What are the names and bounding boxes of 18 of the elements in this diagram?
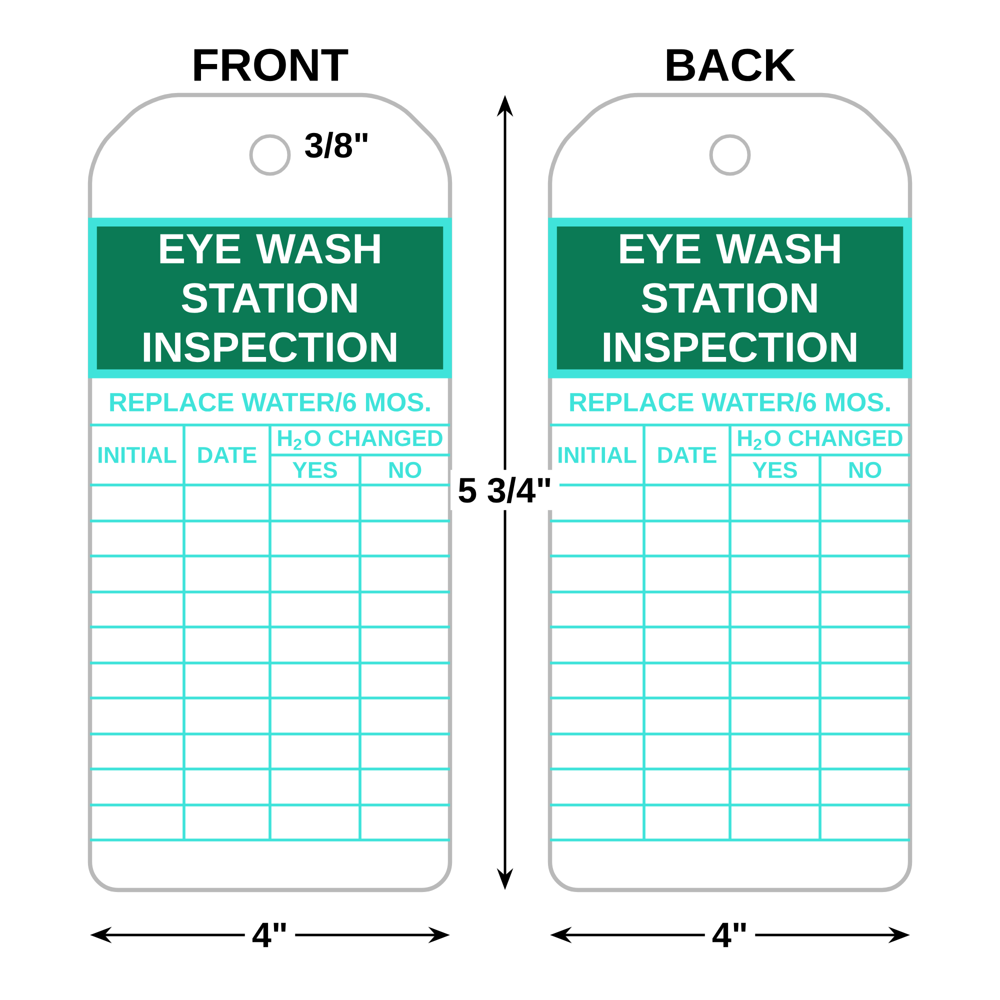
column-heading: DATE bbox=[658, 447, 716, 463]
dimension-label: 4" bbox=[244, 916, 296, 954]
column-heading: INITIAL bbox=[558, 447, 636, 463]
dimension-label: 3/8" bbox=[305, 132, 368, 158]
dimension-label: 5 3/4" bbox=[450, 470, 560, 510]
column-heading: YES bbox=[752, 462, 797, 478]
column-heading: H$_{2}$O CHANGED bbox=[738, 430, 902, 450]
header-band: EYE WASH STATION INSPECTION bbox=[88, 218, 452, 378]
node-label: FRONT bbox=[194, 48, 348, 82]
column-heading: YES bbox=[292, 462, 337, 478]
header-band: EYE WASH STATION INSPECTION bbox=[548, 218, 912, 378]
dimension-label: 4" bbox=[704, 916, 756, 954]
column-heading: DATE bbox=[198, 447, 256, 463]
column-heading: H$_{2}$O CHANGED bbox=[278, 430, 442, 450]
column-heading: NO bbox=[389, 462, 422, 478]
node-label: BACK bbox=[667, 48, 796, 82]
column-heading: INITIAL bbox=[98, 447, 176, 463]
column-heading: NO bbox=[849, 462, 882, 478]
